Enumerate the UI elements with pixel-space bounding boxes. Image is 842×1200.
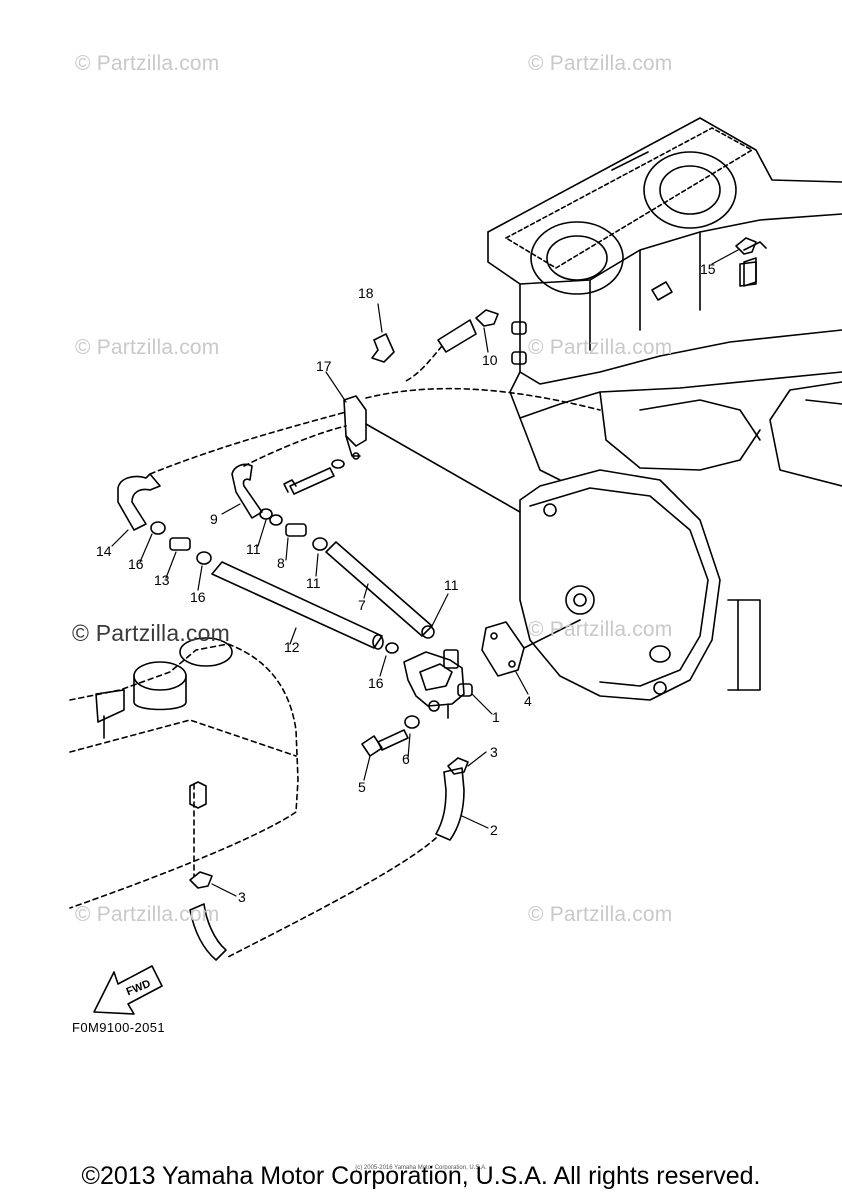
- callout-11[interactable]: 11: [306, 575, 321, 591]
- callout-10[interactable]: 10: [482, 352, 498, 368]
- watermark: © Partzilla.com: [528, 618, 673, 641]
- lower-hose: [189, 871, 227, 961]
- bolt-5: [361, 715, 420, 757]
- callout-6[interactable]: 6: [402, 751, 410, 767]
- engine-block: [487, 117, 842, 487]
- fine-print: (c) 2005-2016 Yamaha Motor Corporation, …: [355, 1165, 487, 1171]
- callout-7[interactable]: 7: [358, 597, 366, 613]
- callout-17[interactable]: 17: [316, 358, 332, 374]
- stator-cover: [519, 469, 761, 701]
- watermark: © Partzilla.com: [75, 336, 220, 359]
- callout-11[interactable]: 11: [246, 541, 261, 557]
- callout-18[interactable]: 18: [358, 285, 374, 301]
- diagram-code: F0M9100-2051: [72, 1020, 165, 1035]
- callout-4[interactable]: 4: [524, 693, 532, 709]
- callout-14[interactable]: 14: [96, 543, 112, 559]
- callout-1[interactable]: 1: [492, 709, 500, 725]
- clip-18: [371, 333, 395, 363]
- callout-5[interactable]: 5: [358, 779, 366, 795]
- watermark: © Partzilla.com: [528, 52, 673, 75]
- fuel-cock-1: [403, 649, 473, 719]
- bracket-17: [283, 395, 367, 495]
- callout-3[interactable]: 3: [238, 889, 246, 905]
- callout-16[interactable]: 16: [190, 589, 206, 605]
- watermark-main: © Partzilla.com: [72, 620, 230, 646]
- fuel-line-network: [117, 387, 601, 654]
- leader-lines: [111, 249, 739, 897]
- fuel-tank: [69, 637, 299, 909]
- callout-16[interactable]: 16: [128, 556, 144, 572]
- watermark: © Partzilla.com: [528, 336, 673, 359]
- callout-3[interactable]: 3: [490, 744, 498, 760]
- callout-15[interactable]: 15: [700, 261, 716, 277]
- hose-10: [403, 309, 499, 383]
- fwd-arrow-icon: [93, 965, 163, 1015]
- gasket-4: [481, 619, 581, 677]
- watermark: © Partzilla.com: [75, 903, 220, 926]
- callout-12[interactable]: 12: [284, 639, 300, 655]
- callout-9[interactable]: 9: [210, 511, 218, 527]
- callout-2[interactable]: 2: [490, 822, 498, 838]
- callout-8[interactable]: 8: [277, 555, 285, 571]
- hose-2: [225, 757, 469, 959]
- copyright-notice: ©2013 Yamaha Motor Corporation, U.S.A. A…: [81, 1162, 761, 1190]
- callout-11[interactable]: 11: [444, 577, 459, 593]
- watermark: © Partzilla.com: [528, 903, 673, 926]
- callout-16[interactable]: 16: [368, 675, 384, 691]
- callout-13[interactable]: 13: [154, 572, 170, 588]
- clamp-15: [735, 237, 757, 287]
- watermark: © Partzilla.com: [75, 52, 220, 75]
